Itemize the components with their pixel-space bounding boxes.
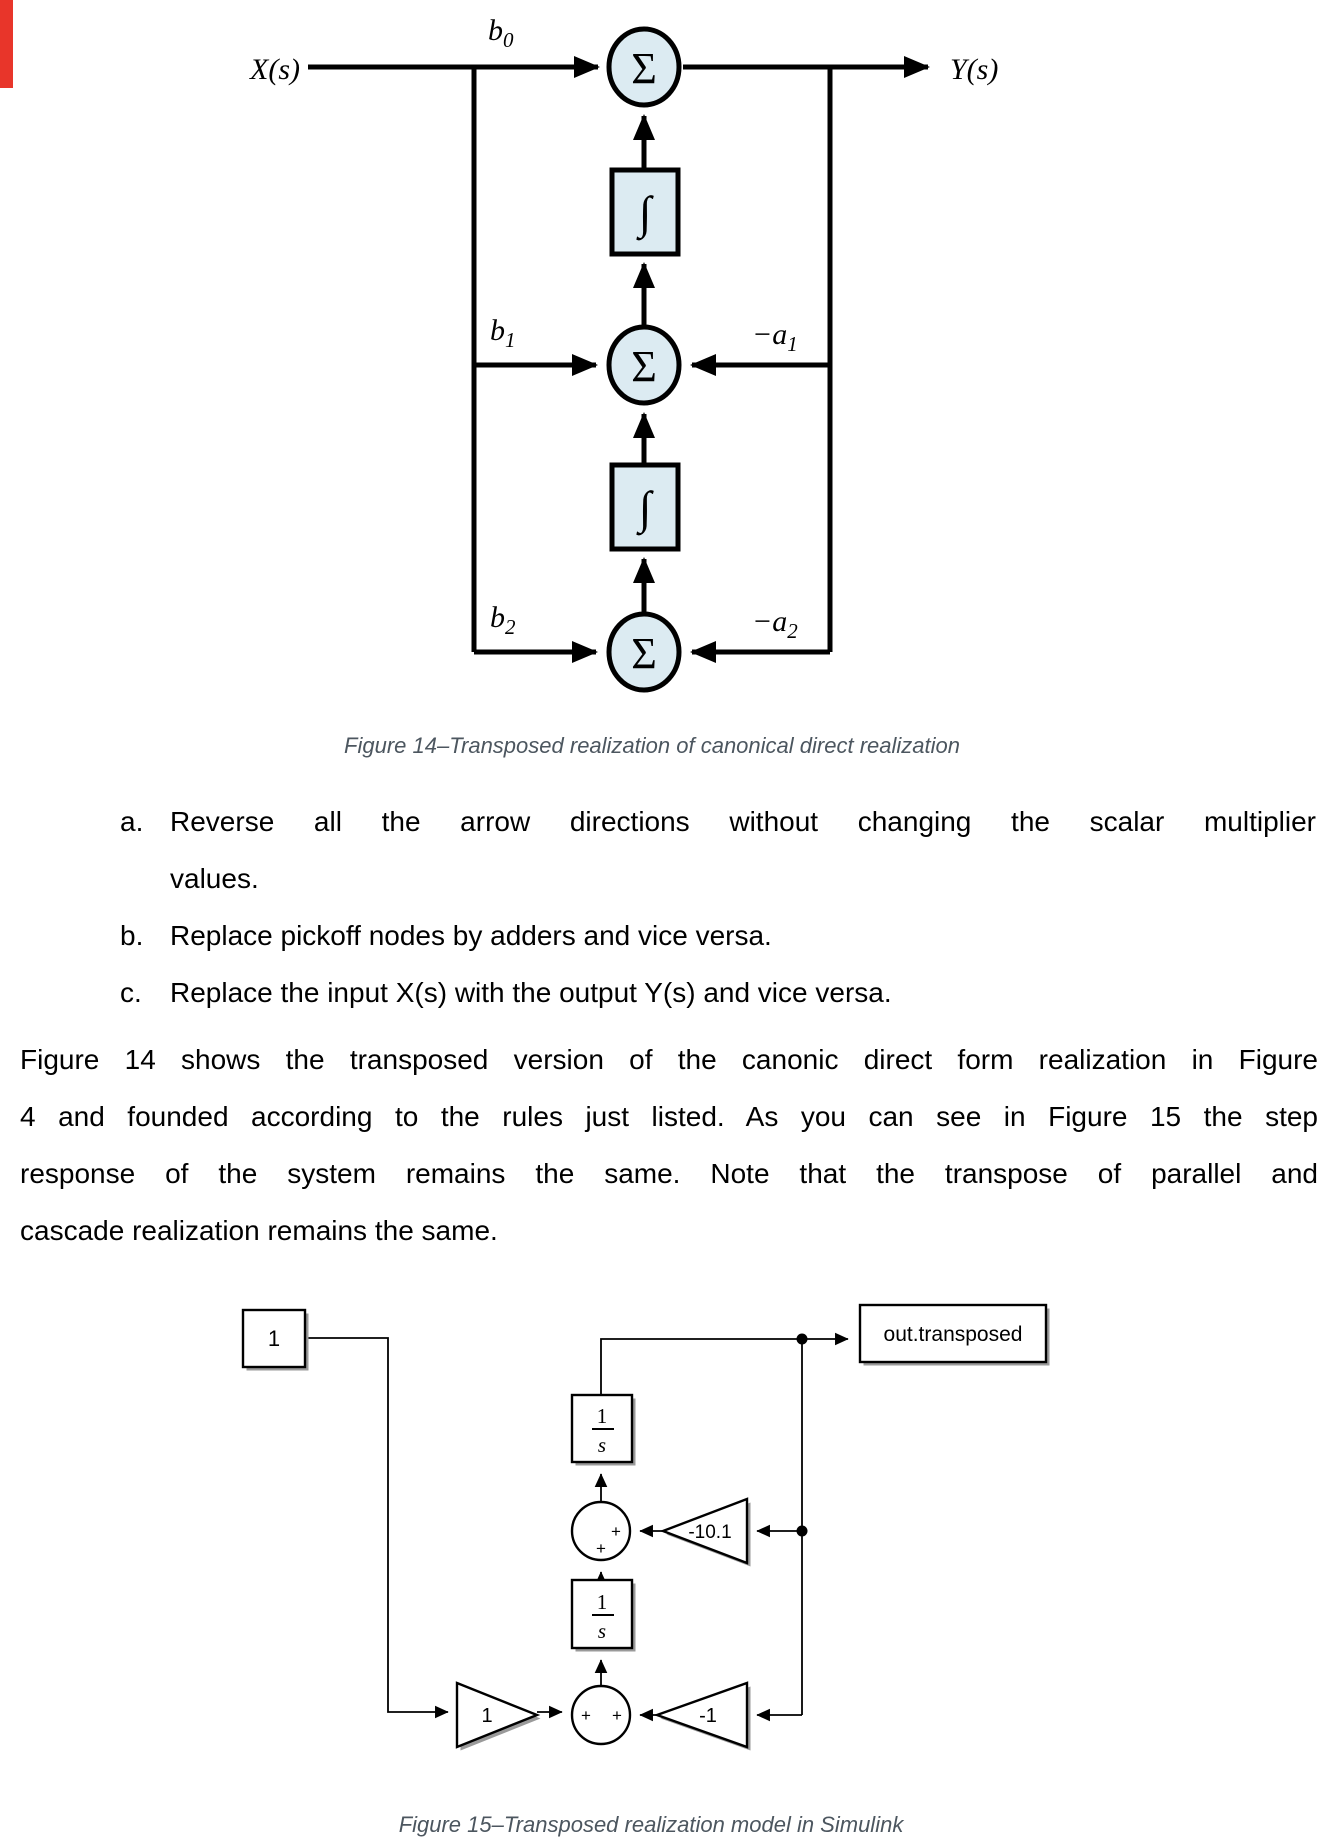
sum2-symbol: Σ: [631, 342, 657, 391]
sum3-node: [606, 611, 682, 693]
fig15-blocks: [241, 1303, 1048, 1749]
fig14-node-symbols: Σ Σ Σ ∫ ∫: [631, 44, 657, 678]
paragraph-line: Figure 14 shows the transposed version o…: [20, 1044, 1318, 1075]
red-edge-mark: [0, 0, 13, 88]
integrator-upper-fraction: 1 s: [592, 1404, 614, 1457]
figure15-caption: Figure 15–Transposed realization model i…: [398, 1812, 904, 1837]
out-label: out.transposed: [884, 1323, 1023, 1346]
list-marker: c.: [120, 977, 142, 1008]
sum-upper-plus-bottom: +: [596, 1539, 606, 1558]
gain-b2-label: b2: [490, 601, 516, 639]
list-item-text: Replace the input X(s) with the output Y…: [170, 977, 892, 1008]
integrator1-symbol: ∫: [636, 187, 654, 241]
paragraph-line: response of the system remains the same.…: [20, 1158, 1318, 1189]
sum2-node: [606, 324, 682, 406]
gain-input-triangle: [455, 1681, 541, 1749]
sum-lower-circle: [570, 1684, 632, 1746]
fig14-labels: X(s) Y(s) b0 b1 b2 −a1 −a2: [249, 14, 998, 643]
input-signal-label: X(s): [249, 53, 300, 86]
sum-lower-plus-left: +: [581, 1706, 591, 1725]
integrator-upper-block: [570, 1393, 634, 1464]
constant-block: [241, 1308, 307, 1369]
sum3-symbol: Σ: [631, 629, 657, 678]
constant-label: 1: [268, 1326, 280, 1351]
gain-a1-label: −a1: [752, 318, 798, 356]
list-item: b. Replace pickoff nodes by adders and v…: [120, 907, 1316, 964]
junction-dot: [796, 1525, 808, 1537]
sum1-node: [606, 26, 682, 108]
sum-upper-plus-right: +: [611, 1522, 621, 1541]
gain-b1-label: b1: [490, 314, 516, 352]
list-marker: b.: [120, 920, 144, 951]
fig15-junction-dots: [796, 1333, 808, 1537]
fig15-block-shadows: [246, 1308, 1050, 1751]
sum-lower-plus-right: +: [612, 1706, 622, 1725]
integrator1-block: [609, 167, 681, 257]
list-marker: a.: [120, 806, 144, 837]
sum-upper-circle: [570, 1500, 632, 1562]
integrator-denominator: s: [598, 1619, 606, 1643]
list-item-text: Reverse all the arrow directions without…: [170, 806, 1316, 837]
integrator-numerator: 1: [597, 1590, 608, 1614]
figure14-caption: Figure 14–Transposed realization of cano…: [344, 733, 960, 758]
integrator2-symbol: ∫: [636, 482, 654, 536]
gain-input-label: 1: [481, 1705, 492, 1727]
gain-feedback-upper-label: -10.1: [688, 1522, 731, 1543]
list-item: c. Replace the input X(s) with the outpu…: [120, 964, 1316, 1021]
body-paragraph: Figure 14 shows the transposed version o…: [20, 1031, 1318, 1259]
fig15-integrator-fractions: 1 s 1 s: [592, 1404, 614, 1643]
fig15-labels: 1 out.transposed 1 -1 -10.1 + + + +: [268, 1323, 1023, 1727]
upperinteg-to-out-wire: [600, 1332, 849, 1395]
integrator-lower-fraction: 1 s: [592, 1590, 614, 1643]
fig14-wires: [308, 55, 930, 664]
list-item: a. Reverse all the arrow directions with…: [120, 793, 1316, 907]
gain-feedback-upper-triangle: [659, 1497, 749, 1565]
gain-a2-label: −a2: [752, 605, 798, 643]
gain-feedback-lower-label: -1: [699, 1705, 717, 1727]
out-block: [858, 1303, 1048, 1364]
list-item-text: Replace pickoff nodes by adders and vice…: [170, 920, 772, 951]
paragraph-line: cascade realization remains the same.: [20, 1215, 498, 1246]
sum1-symbol: Σ: [631, 44, 657, 93]
figure14-block-diagram: Σ Σ Σ ∫ ∫ X(s) Y(s) b0 b1 b2 −a1 −a2: [249, 14, 998, 693]
list-item-text: values.: [170, 863, 259, 894]
gain-b0-label: b0: [488, 14, 514, 52]
rules-list: a. Reverse all the arrow directions with…: [120, 793, 1316, 1021]
constant-to-gain-wire: [305, 1337, 449, 1719]
paragraph-line: 4 and founded according to the rules jus…: [20, 1101, 1318, 1132]
output-signal-label: Y(s): [950, 53, 998, 86]
integrator-numerator: 1: [597, 1404, 608, 1428]
junction-dot: [796, 1333, 808, 1345]
figure15-simulink-diagram: 1 out.transposed 1 -1 -10.1 + + + + 1 s …: [241, 1303, 1050, 1751]
integrator-denominator: s: [598, 1433, 606, 1457]
fig14-nodes: [606, 26, 682, 693]
integrator2-block: [609, 462, 681, 552]
gain-feedback-lower-triangle: [653, 1681, 749, 1749]
